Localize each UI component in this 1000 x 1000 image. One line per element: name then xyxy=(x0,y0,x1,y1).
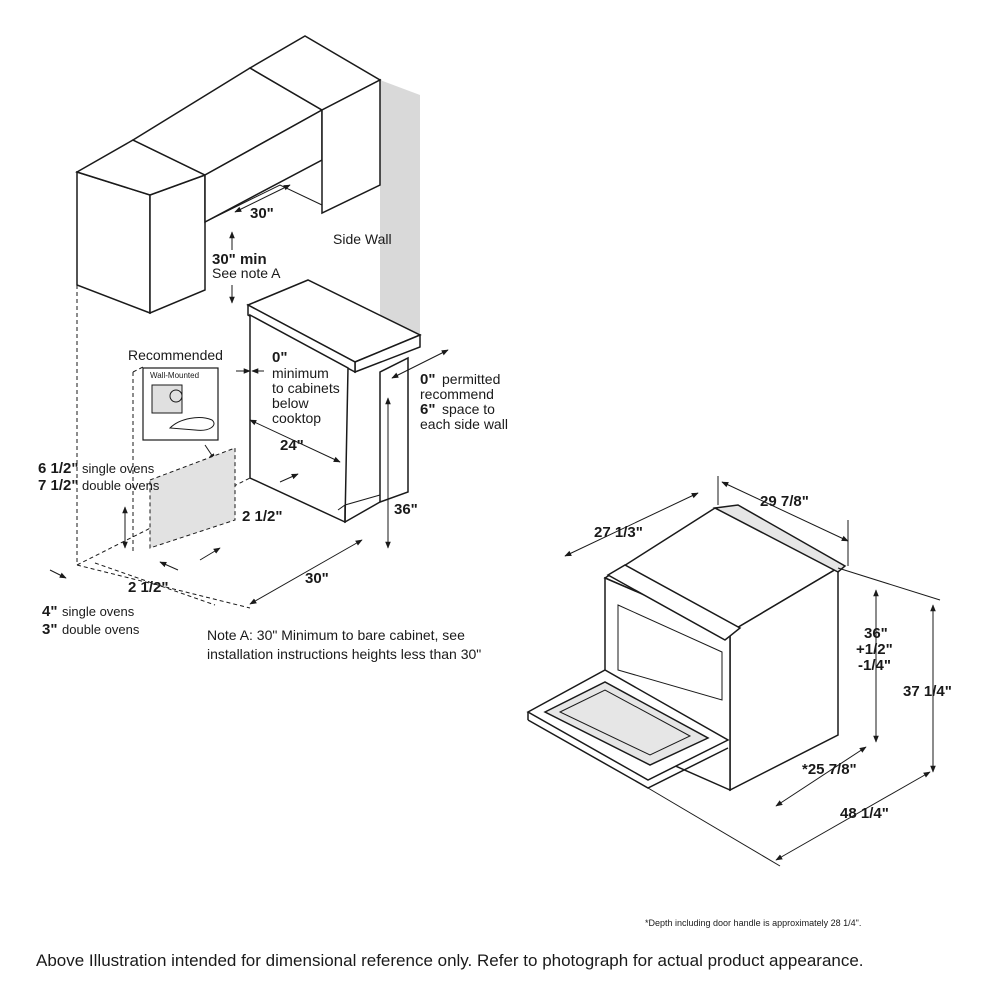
zero-minimum-bold: 0" xyxy=(272,349,287,366)
side-clearance-line4: each side wall xyxy=(420,416,508,432)
height-single-text: single ovens xyxy=(82,461,155,476)
range-cabinet xyxy=(246,279,422,524)
dim-2-half-upper: 2 1/2" xyxy=(242,508,282,525)
side-clearance-line2: recommend xyxy=(420,386,494,402)
dim-2-half-lower: 2 1/2" xyxy=(128,579,168,596)
recommended-label: Recommended xyxy=(128,347,223,363)
depth-double-text: double ovens xyxy=(62,622,140,637)
floor-outline xyxy=(76,285,251,609)
dim-vertical-30min: 30" min xyxy=(212,251,267,268)
zero-minimum-line3: below xyxy=(272,395,309,411)
range-height-minus: -1/4" xyxy=(858,657,891,674)
zero-minimum-line1: minimum xyxy=(272,365,329,381)
side-clearance-line3: space to xyxy=(442,401,495,417)
range-drawing: 29 7/8" 27 1/3" 36" +1/2" -1/4" 37 1/4" … xyxy=(526,476,952,867)
dim-24: 24" xyxy=(280,437,304,454)
disclaimer-note: Above Illustration intended for dimensio… xyxy=(36,951,864,970)
depth-single-text: single ovens xyxy=(62,604,135,619)
upper-cabinets xyxy=(75,35,382,315)
range-height-plus: +1/2" xyxy=(856,641,893,658)
wall-mounted-inset: Wall-Mounted xyxy=(142,367,219,461)
svg-text:Wall-Mounted: Wall-Mounted xyxy=(150,371,199,380)
note-a-line1: Note A: 30" Minimum to bare cabinet, see xyxy=(207,627,465,643)
range-height-36: 36" xyxy=(864,625,888,642)
height-double-bold: 7 1/2" xyxy=(38,477,78,494)
side-wall xyxy=(380,80,420,340)
side-wall-label: Side Wall xyxy=(333,231,392,247)
dim-36: 36" xyxy=(394,501,418,518)
range-depth-side: 27 1/3" xyxy=(594,524,643,541)
range-depth-open: 48 1/4" xyxy=(840,805,889,822)
note-a-line2: installation instructions heights less t… xyxy=(207,646,481,662)
height-double-text: double ovens xyxy=(82,478,160,493)
range-width: 29 7/8" xyxy=(760,493,809,510)
zero-minimum-line4: cooktop xyxy=(272,410,321,426)
zero-minimum-line2: to cabinets xyxy=(272,380,340,396)
depth-footnote: *Depth including door handle is approxim… xyxy=(645,918,862,928)
height-single-bold: 6 1/2" xyxy=(38,460,78,477)
depth-double-bold: 3" xyxy=(42,621,57,638)
side-clearance-bold2: 6" xyxy=(420,401,435,418)
range-depth-bottom: *25 7/8" xyxy=(802,761,857,778)
range-height-total: 37 1/4" xyxy=(903,683,952,700)
side-clearance-line1: permitted xyxy=(442,371,500,387)
dim-top-width: 30" xyxy=(250,205,274,222)
depth-single-bold: 4" xyxy=(42,603,57,620)
side-clearance-bold: 0" xyxy=(420,371,435,388)
dim-30-bottom: 30" xyxy=(305,570,329,587)
installation-drawing: 30" 30" min See note A Side Wall Recomme… xyxy=(38,35,508,662)
dim-vertical-note: See note A xyxy=(212,265,281,281)
